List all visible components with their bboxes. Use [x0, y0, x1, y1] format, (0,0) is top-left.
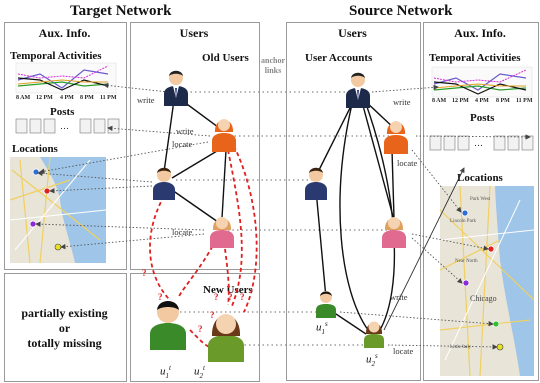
map-label-chicago: Chicago [470, 294, 497, 303]
missing-line-2: or [58, 321, 71, 335]
q-mark-1: ? [142, 268, 147, 278]
source-tick-0: 8 AM [432, 98, 447, 104]
user-accounts-label: User Accounts [305, 52, 373, 64]
target-aux-links [35, 82, 211, 250]
source-posts-label: Posts [470, 112, 495, 124]
tu1-sup: t [169, 364, 171, 372]
target-write-label-2: write [176, 126, 194, 136]
source-user-woman-pink-avatar [382, 217, 406, 248]
target-locate-label-1: locate [172, 139, 193, 149]
source-user-2-avatar [364, 321, 384, 348]
target-tick-0: 8 AM [16, 95, 31, 101]
target-network-title: Target Network [70, 3, 172, 19]
su1-sub: 1 [321, 327, 326, 336]
target-new-user-2-avatar [208, 314, 244, 362]
target-map [9, 156, 107, 264]
source-user-1-label: u1s [316, 318, 328, 336]
source-user-man-navy-avatar [305, 167, 327, 200]
target-users-box [130, 22, 260, 270]
source-write-arrow [383, 167, 465, 331]
target-posts-label: Posts [50, 106, 75, 118]
source-user-suit-avatar [346, 72, 370, 108]
tu1-base: u [160, 365, 166, 378]
target-temporal-chart [15, 62, 117, 94]
tu2-sub: 2 [199, 371, 204, 380]
target-old-user-man-navy-avatar [153, 167, 175, 200]
source-tick-1: 12 PM [452, 98, 469, 104]
target-temporal-label: Temporal Activities [10, 50, 102, 62]
target-new-user-1-avatar [150, 301, 186, 350]
source-tick-2: 4 PM [475, 98, 489, 104]
source-locate-label-2: locate [393, 346, 414, 356]
source-tick-4: 11 PM [516, 98, 533, 104]
source-users-header: Users [338, 26, 367, 40]
target-users-header: Users [179, 26, 209, 40]
su1-sup: s [325, 320, 328, 328]
source-temporal-chart [431, 66, 533, 98]
target-write-label-1: write [137, 95, 155, 105]
source-write-label-1: write [393, 97, 411, 107]
q-mark-4: ? [228, 292, 233, 302]
source-aux-header: Aux. Info. [454, 26, 506, 40]
missing-links [149, 145, 258, 349]
q-mark-6: ? [210, 310, 215, 320]
target-tick-2: 4 PM [60, 95, 74, 101]
source-temporal-label: Temporal Activities [429, 52, 521, 64]
map-label-near-north: Near North [455, 259, 478, 264]
anchor-links-label: anchor links [259, 56, 287, 76]
su2-sup: s [375, 352, 378, 360]
old-users-label: Old Users [202, 52, 249, 64]
tu1-sub: 1 [165, 371, 170, 380]
map-label-park-west: Park West [470, 197, 491, 202]
q-mark-2: ? [158, 292, 163, 302]
target-tick-3: 8 PM [80, 95, 94, 101]
q-mark-3: ? [214, 292, 219, 302]
source-posts-docs: … [429, 135, 534, 151]
unknown-link-marks: ? ? ? ? ? ? ? [142, 268, 245, 334]
source-user-2-label: u2s [366, 350, 378, 368]
su2-sub: 2 [371, 359, 376, 368]
target-posts-docs: … [15, 118, 120, 134]
source-tick-3: 8 PM [496, 98, 510, 104]
target-locations-label: Locations [12, 143, 58, 155]
anchor-links [176, 91, 400, 346]
source-network-title: Source Network [349, 3, 453, 19]
target-tick-1: 12 PM [36, 95, 53, 101]
missing-line-1: partially existing [21, 306, 108, 320]
target-locate-label-2: locate [172, 227, 193, 237]
source-write-label-2: write [390, 292, 408, 302]
new-users-label: New Users [203, 284, 253, 296]
target-new-user-2-label: u2t [194, 362, 205, 380]
anchor-label-2: links [264, 66, 282, 75]
target-old-user-woman-orange-avatar [212, 119, 236, 152]
target-missing-box [4, 273, 127, 382]
svg-text:…: … [474, 138, 483, 148]
svg-text:…: … [60, 121, 69, 131]
target-tick-4: 11 PM [100, 95, 117, 101]
target-social-links [163, 95, 227, 223]
source-map: Park West Lincoln Park Near North Chicag… [439, 185, 535, 377]
map-label-lincoln-park: Lincoln Park [450, 219, 476, 224]
su1-base: u [316, 321, 322, 334]
missing-line-3: totally missing [27, 336, 102, 350]
q-mark-7: ? [198, 324, 203, 334]
source-locate-label-1: locate [397, 158, 418, 168]
tu2-sup: t [203, 364, 205, 372]
missing-info-text: partially existing or totally missing [4, 306, 125, 351]
target-old-user-suit-avatar [164, 70, 188, 106]
target-new-user-1-label: u1t [160, 362, 171, 380]
target-old-user-woman-pink-avatar [210, 217, 234, 248]
map-label-little-italy: Little Italy [450, 345, 472, 350]
source-aux-links [339, 84, 531, 350]
su2-base: u [366, 353, 372, 366]
source-user-woman-orange-avatar [384, 121, 408, 154]
q-mark-5: ? [240, 292, 245, 302]
target-aux-header: Aux. Info. [38, 26, 91, 40]
tu2-base: u [194, 365, 200, 378]
anchor-label-1: anchor [261, 56, 285, 65]
source-user-1-avatar [316, 291, 336, 318]
source-locations-label: Locations [457, 172, 503, 184]
